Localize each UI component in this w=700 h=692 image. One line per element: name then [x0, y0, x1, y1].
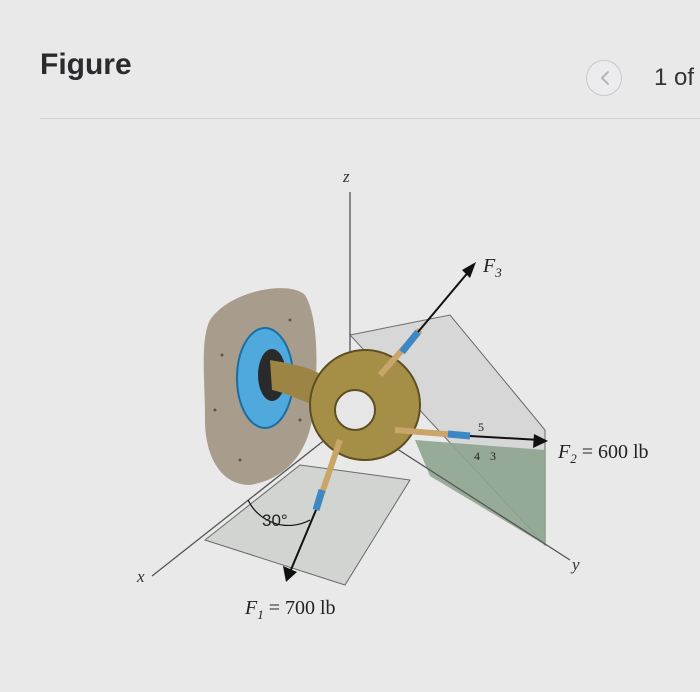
- green-plane: [415, 440, 545, 545]
- pager-text: 1 of: [654, 64, 695, 91]
- header-divider: [40, 118, 700, 119]
- x-axis: [151, 419, 351, 577]
- slope-rise-label: 3: [490, 449, 496, 463]
- angle-label: 30°: [262, 511, 288, 530]
- arrow-f3: [417, 269, 471, 333]
- slope-run-label: 4: [474, 449, 480, 463]
- arrow-f2: [469, 435, 541, 441]
- ground-plane: [203, 464, 411, 586]
- angle-arc: [247, 499, 311, 527]
- previous-figure-button[interactable]: [586, 60, 622, 96]
- rope-sleeve-f3: [399, 329, 421, 355]
- page-title: Figure: [40, 48, 132, 81]
- f3-label: F3: [482, 255, 502, 280]
- force-diagram: z x y F3 F2 = 600 lb F1 = 700 lb 30° 5 4…: [136, 167, 649, 622]
- f1-label: F1 = 700 lb: [244, 597, 336, 622]
- rope-sleeve-f2: [447, 430, 471, 440]
- slope-hyp-label: 5: [478, 420, 484, 434]
- y-axis-label: y: [570, 555, 580, 574]
- arrowhead-f2: [533, 434, 548, 448]
- chevron-left-icon: [601, 71, 609, 85]
- figure-header: Figure 1 of: [0, 0, 700, 118]
- z-axis-label: z: [342, 167, 350, 186]
- arrow-f1: [289, 509, 317, 573]
- arrowhead-f3: [462, 262, 476, 278]
- f2-label: F2 = 600 lb: [557, 441, 649, 466]
- ring-hole: [334, 389, 376, 431]
- arrowhead-f1: [283, 566, 297, 582]
- x-axis-label: x: [136, 567, 145, 586]
- rope-sleeve-f1: [312, 488, 326, 512]
